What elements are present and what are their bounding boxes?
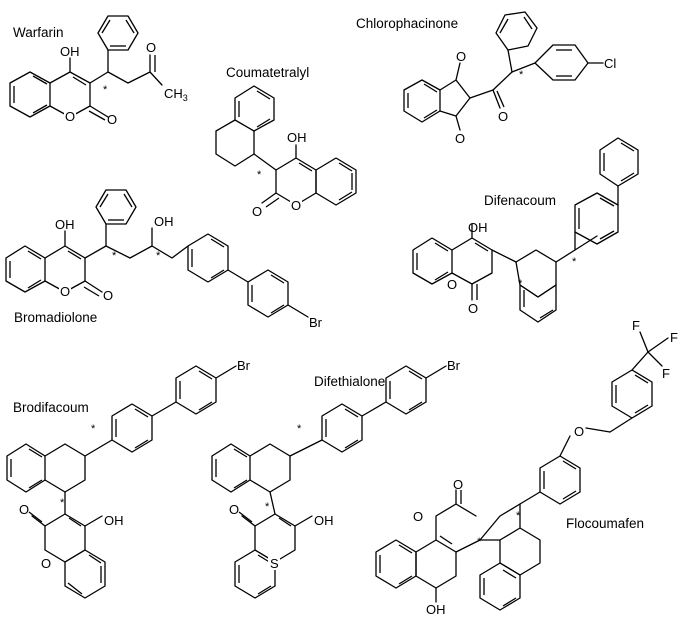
bromadiolone-name: Bromadiolone <box>14 310 97 325</box>
flocoumafen-carbonyl-o-label: O <box>453 477 463 492</box>
bromadiolone-carbonyl-o-label: O <box>103 288 113 303</box>
chlorophacinone-structure <box>403 11 604 131</box>
chlorophacinone-o1-label: O <box>456 49 466 64</box>
difethialone-carbonyl-o-label: O <box>229 502 239 517</box>
coumatetralyl-carbonyl-o-label: O <box>252 204 262 219</box>
difenacoum-stereo-star-2: * <box>572 256 577 268</box>
coumatetralyl-name: Coumatetralyl <box>226 65 309 80</box>
warfarin-stereo-star: * <box>103 84 108 96</box>
compound-names: Warfarin Chlorophacinone Coumatetralyl D… <box>13 16 644 531</box>
brodifacoum-stereo-star-1: * <box>91 423 96 435</box>
chlorophacinone-stereo-star: * <box>519 69 524 81</box>
flocoumafen-f1-label: F <box>632 318 640 333</box>
flocoumafen-f3-label: F <box>662 366 670 381</box>
warfarin-ring-o-label: O <box>65 109 75 124</box>
difenacoum-stereo-star-1: * <box>518 278 523 290</box>
flocoumafen-structure <box>375 331 669 611</box>
difethialone-structure <box>211 365 447 599</box>
brodifacoum-oh-label: OH <box>104 513 124 528</box>
flocoumafen-ring-o-label: O <box>413 509 423 524</box>
flocoumafen-ether-o-label: O <box>574 424 584 439</box>
chlorophacinone-cl-label: Cl <box>604 56 616 71</box>
coumatetralyl-structure <box>215 85 357 208</box>
warfarin-name: Warfarin <box>13 25 64 40</box>
flocoumafen-name: Flocoumafen <box>566 516 644 531</box>
difethialone-name: Difethialone <box>314 374 385 389</box>
chlorophacinone-name: Chlorophacinone <box>356 16 458 31</box>
atom-labels: OH O O O CH3 * O O O Cl * OH O O * OH O … <box>19 40 678 617</box>
difethialone-stereo-star-1: * <box>297 423 302 435</box>
bromadiolone-stereo-star-1: * <box>112 250 117 262</box>
warfarin-ch3-label: CH3 <box>164 86 188 103</box>
difethialone-br-label: Br <box>447 358 461 373</box>
brodifacoum-name: Brodifacoum <box>13 400 89 415</box>
coumatetralyl-stereo-star: * <box>257 169 262 181</box>
difethialone-oh-label: OH <box>314 513 334 528</box>
difenacoum-oh-label: OH <box>468 220 488 235</box>
chlorophacinone-o3-label: O <box>498 109 508 124</box>
bromadiolone-stereo-star-2: * <box>156 250 161 262</box>
bromadiolone-oh1-label: OH <box>55 217 75 232</box>
difenacoum-ring-o-label: O <box>447 277 457 292</box>
warfarin-oh-label: OH <box>60 44 80 59</box>
warfarin-ketone-o-label: O <box>146 40 156 55</box>
flocoumafen-f2-label: F <box>670 330 678 345</box>
flocoumafen-stereo-star-1: * <box>477 536 482 548</box>
bromadiolone-oh2-label: OH <box>154 214 174 229</box>
flocoumafen-oh-label: OH <box>426 602 446 617</box>
difethialone-s-label: S <box>270 556 279 571</box>
brodifacoum-stereo-star-2: * <box>60 497 65 509</box>
brodifacoum-carbonyl-o-label: O <box>19 502 29 517</box>
bromadiolone-br-label: Br <box>309 315 323 330</box>
coumatetralyl-oh-label: OH <box>287 130 307 145</box>
difenacoum-name: Difenacoum <box>484 193 556 208</box>
bromadiolone-structure <box>5 189 309 318</box>
warfarin-structure <box>9 15 163 121</box>
difenacoum-carbonyl-o-label: O <box>468 301 478 316</box>
coumatetralyl-ring-o-label: O <box>291 198 301 213</box>
flocoumafen-stereo-star-2: * <box>516 510 521 522</box>
brodifacoum-ring-o-label: O <box>41 556 51 571</box>
bromadiolone-ring-o-label: O <box>60 284 70 299</box>
chlorophacinone-o2-label: O <box>455 131 465 146</box>
warfarin-carbonyl-o-label: O <box>107 112 117 127</box>
brodifacoum-structure <box>6 365 237 599</box>
brodifacoum-br-label: Br <box>237 358 251 373</box>
difenacoum-structure <box>412 137 639 323</box>
difethialone-stereo-star-2: * <box>265 501 270 513</box>
